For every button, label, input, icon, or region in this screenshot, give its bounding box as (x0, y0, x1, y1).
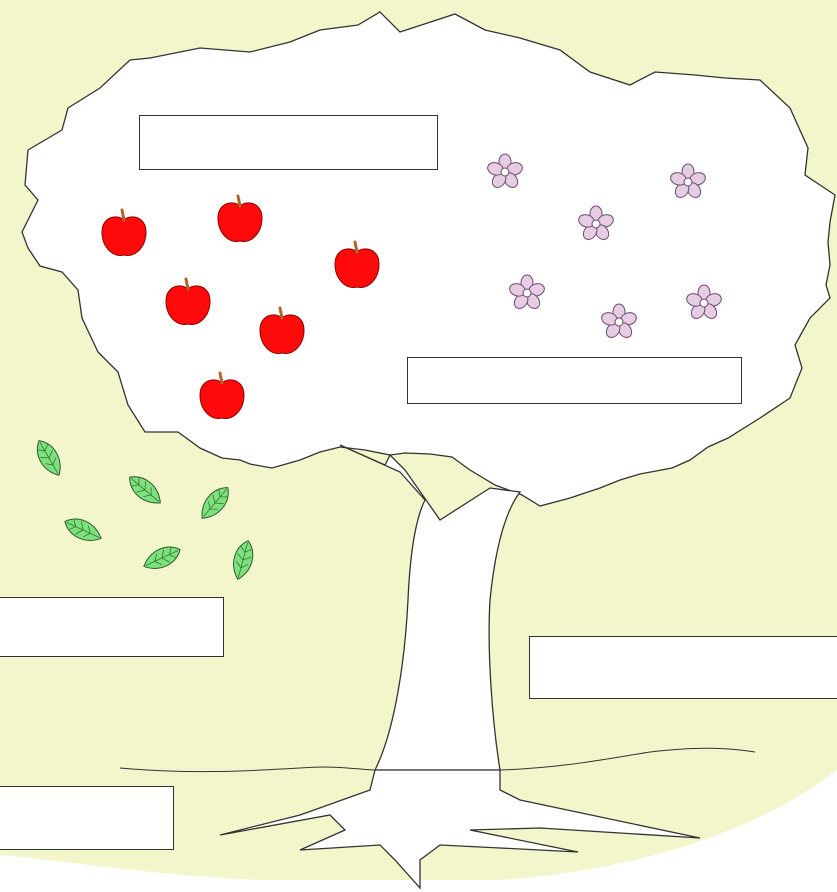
label-box-left[interactable] (0, 597, 224, 657)
label-box-right[interactable] (529, 636, 837, 699)
label-box-bottom-left[interactable] (0, 786, 174, 850)
label-box-top-left[interactable] (139, 115, 438, 170)
label-box-middle-right[interactable] (407, 357, 742, 404)
